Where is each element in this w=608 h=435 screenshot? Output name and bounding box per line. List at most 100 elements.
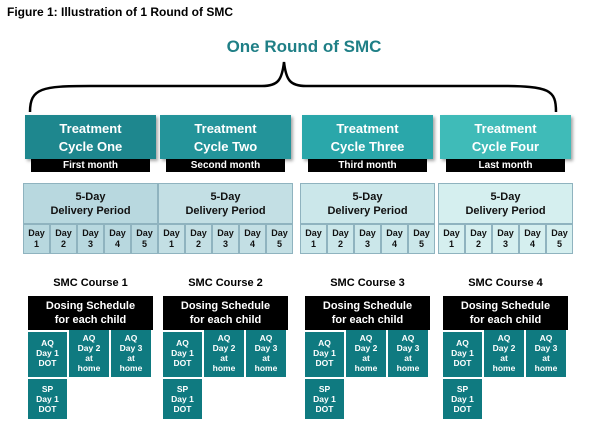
dose-cell-text: AQ <box>217 333 231 343</box>
delivery-line-1: 5-Day <box>490 191 521 203</box>
cycle-line-2: Cycle One <box>58 139 123 154</box>
dose-cell-text: AQ <box>259 333 273 343</box>
dose-cell-text: home <box>119 363 143 373</box>
dose-cell-text: home <box>354 363 378 373</box>
dose-cell-text: Day 1 <box>36 348 59 358</box>
treatment-cycle-box: Treatment Cycle Four <box>440 115 571 159</box>
dose-cell-text: DOT <box>173 358 192 368</box>
dose-cell-text: Day 3 <box>534 343 558 353</box>
dose-cell-text: Day 2 <box>212 343 236 353</box>
cycle-line-1: Treatment <box>194 121 257 136</box>
cycle-line-1: Treatment <box>336 121 399 136</box>
dose-cell-text: Day 1 <box>313 394 336 404</box>
dose-cell-text: AQ <box>124 333 138 343</box>
cycle-line-2: Cycle Three <box>330 139 405 154</box>
day-cell-text: 1 <box>33 239 39 249</box>
day-cell-text: 4 <box>529 239 535 249</box>
dosing-schedule-box: Dosing Schedule for each child <box>28 296 153 330</box>
day-cell-text: Day <box>28 228 45 238</box>
dose-cell-text: home <box>77 363 101 373</box>
dose-cell-text: Day 2 <box>77 343 101 353</box>
dose-cell-text: Day 3 <box>254 343 278 353</box>
day-cell-text: 5 <box>276 239 282 249</box>
delivery-line-1: 5-Day <box>210 191 241 203</box>
month-label: Second month <box>166 159 285 172</box>
dosing-line-2: for each child <box>189 314 262 326</box>
day-cell-text: Day <box>55 228 72 238</box>
dosing-line-1: Dosing Schedule <box>322 300 413 312</box>
dosing-line-1: Dosing Schedule <box>460 300 551 312</box>
dose-cell-text: DOT <box>173 404 192 414</box>
day-cell-text: Day <box>217 228 234 238</box>
dose-cell-text: Day 1 <box>171 348 194 358</box>
day-cell-text: Day <box>190 228 207 238</box>
delivery-period-box: 5-Day Delivery Period <box>300 183 435 224</box>
dose-cell-text: home <box>212 363 236 373</box>
treatment-cycle-box: Treatment Cycle Two <box>160 115 291 159</box>
day-cell-text: 4 <box>249 239 255 249</box>
delivery-period-box: 5-Day Delivery Period <box>438 183 573 224</box>
figure-title: Figure 1: Illustration of 1 Round of SMC <box>7 5 233 19</box>
dose-cell-text: home <box>396 363 420 373</box>
brace-path <box>28 61 558 113</box>
delivery-line-1: 5-Day <box>352 191 383 203</box>
dose-cell-text: DOT <box>315 358 334 368</box>
day-cell-text: 2 <box>475 239 481 249</box>
day-cell-text: Day <box>332 228 349 238</box>
day-cell-text: Day <box>305 228 322 238</box>
round-brace <box>28 61 558 113</box>
dose-cell-text: at <box>542 353 550 363</box>
dose-cell-text: Day 3 <box>119 343 143 353</box>
round-title: One Round of SMC <box>226 37 382 56</box>
day-cell-text: 4 <box>391 239 397 249</box>
day-cell-text: 3 <box>222 239 228 249</box>
treatment-cycle-box: Treatment Cycle Three <box>302 115 433 159</box>
dose-cell-text: Day 2 <box>492 343 516 353</box>
day-cell-text: 2 <box>337 239 343 249</box>
dose-cell-text: at <box>404 353 412 363</box>
dose-cell-text: DOT <box>315 404 334 414</box>
cycle-line-2: Cycle Four <box>471 139 540 154</box>
dosing-line-2: for each child <box>331 314 404 326</box>
dose-cell-text: at <box>85 353 93 363</box>
dosing-line-1: Dosing Schedule <box>45 300 136 312</box>
delivery-period-box: 5-Day Delivery Period <box>23 183 158 224</box>
day-cell-text: Day <box>497 228 514 238</box>
dose-cell-text: AQ <box>318 338 331 348</box>
treatment-cycle-box: Treatment Cycle One <box>25 115 156 159</box>
day-cell-text: Day <box>163 228 180 238</box>
dose-cell-text: DOT <box>38 358 57 368</box>
day-cell-text: Day <box>109 228 126 238</box>
month-label: Last month <box>446 159 565 172</box>
day-cell-text: Day <box>470 228 487 238</box>
course-label: SMC Course 3 <box>330 277 405 289</box>
day-cell-text: 4 <box>114 239 120 249</box>
day-cell-text: Day <box>443 228 460 238</box>
day-cell-text: Day <box>82 228 99 238</box>
delivery-line-2: Delivery Period <box>327 205 408 217</box>
day-cell-text: Day <box>136 228 153 238</box>
dose-cell-text: Day 1 <box>36 394 59 404</box>
day-cell-text: Day <box>386 228 403 238</box>
dose-cell-text: AQ <box>359 333 373 343</box>
dose-cell-text: DOT <box>38 404 57 414</box>
